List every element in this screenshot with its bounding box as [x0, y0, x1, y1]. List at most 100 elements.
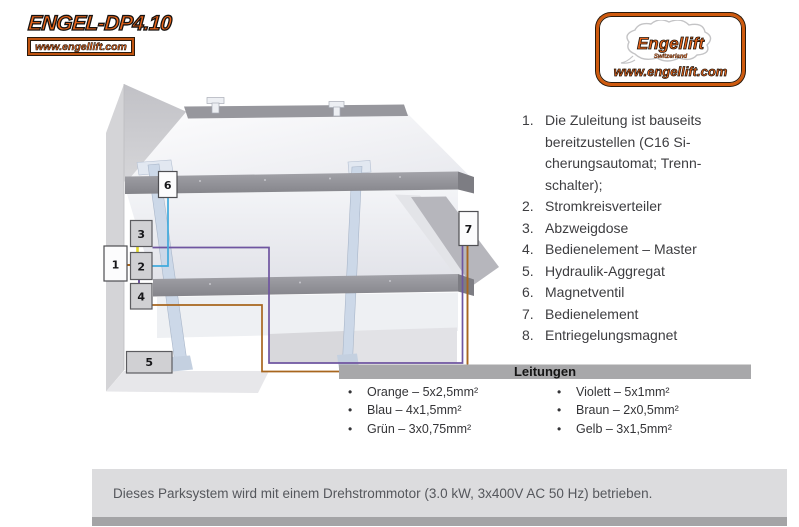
upper-beam-bolts [199, 176, 401, 182]
wire-purple [152, 246, 464, 364]
leitungen-item: • Blau – 4x1,5mm² [348, 401, 478, 419]
logo-right-subtitle: Switzerland [653, 54, 688, 60]
bullet-icon: • [348, 385, 353, 399]
component-line: cherungsautomat; Trenn- [545, 155, 702, 171]
callout-5-box [125, 350, 173, 374]
callout-5-label: 5 [145, 356, 153, 369]
bullet-icon: • [557, 385, 562, 399]
component-num: 7. [522, 305, 534, 322]
component-text: Magnetventil [545, 284, 625, 300]
component-text: Hydraulik-Aggregat [545, 262, 665, 279]
upper-beam-face [125, 171, 458, 194]
callout-5: 5 [125, 350, 173, 374]
engel-dp410-logo: ENGEL-DP4.10 www.engellift.com [27, 11, 198, 55]
upper-beam-endcap [458, 171, 474, 194]
floor-panel-a [269, 331, 344, 364]
leitungen-item: • Orange – 5x2,5mm² [348, 383, 478, 401]
component-item-7: 7. Bedienelement [522, 304, 772, 326]
leitungen-text: Grün – 3x0,75mm² [367, 421, 472, 436]
component-num: 5. [522, 262, 534, 279]
component-item-6: 6. Magnetventil [522, 282, 772, 304]
logo-left-title: ENGEL-DP4.10 [27, 11, 173, 35]
callout-2-box [129, 251, 153, 281]
rail-bracket-left [206, 97, 225, 114]
mid-deck [127, 189, 458, 281]
callout-2-label: 2 [137, 261, 145, 274]
bullet-icon: • [557, 403, 562, 418]
lower-beam-bolts [209, 280, 391, 285]
leitungen-text: Gelb – 3x1,5mm² [576, 421, 672, 436]
leitungen-title: Leitungen [514, 364, 576, 379]
leitungen-item: • Braun – 2x0,5mm² [557, 401, 679, 419]
leitungen-item: • Violett – 5x1mm² [557, 383, 679, 401]
leitungen-item: • Gelb – 3x1,5mm² [557, 420, 679, 438]
footer-note: Dieses Parksystem wird mit einem Drehstr… [92, 469, 787, 517]
leitungen-text: Orange – 5x2,5mm² [367, 385, 479, 399]
upper-platform [127, 110, 471, 182]
component-text: Entriegelungsmagnet [545, 327, 678, 343]
component-num: 6. [522, 284, 534, 300]
component-item-1: 1. Die Zuleitung ist bauseits bereitzust… [522, 110, 772, 196]
platform-back-rail [184, 104, 408, 119]
back-wall [124, 84, 191, 182]
leitungen-text: Violett – 5x1mm² [576, 385, 670, 399]
logo-left-url: www.engellift.com [35, 40, 127, 53]
component-item-2: 2. Stromkreisverteiler [522, 196, 772, 218]
component-text: Bedienelement [545, 305, 639, 322]
component-item-8: 8. Entriegelungsmagnet [522, 325, 772, 347]
structure [106, 84, 499, 393]
callout-6-label: 6 [164, 179, 172, 192]
bullet-icon: • [348, 403, 353, 418]
component-item-3: 3. Abzweigdose [522, 218, 772, 240]
footer-strip [92, 517, 787, 526]
component-text: Abzweigdose [545, 219, 629, 236]
callout-1-label: 1 [112, 259, 120, 272]
upper-beam [125, 171, 474, 194]
leitungen-bar: Leitungen [339, 364, 751, 379]
left-wall [106, 84, 124, 392]
component-num: 3. [522, 219, 534, 236]
component-text: Stromkreisverteiler [545, 198, 662, 214]
callout-1: 1 [103, 245, 128, 282]
right-wing-shadow [411, 196, 499, 286]
component-item-5: 5. Hydraulik-Aggregat [522, 261, 772, 283]
floor [106, 371, 269, 393]
logo-right-url: www.engellift.com [613, 64, 728, 80]
callout-1-box [103, 245, 128, 282]
leitungen-item: • Grün – 3x0,75mm² [348, 420, 478, 438]
leitungen-bar-bg [339, 364, 751, 379]
cloud-sketch-icon [620, 20, 712, 64]
footer-text: Dieses Parksystem wird mit einem Drehstr… [113, 485, 653, 501]
callout-3-box [129, 219, 153, 248]
component-num: 8. [522, 327, 534, 343]
rail-bracket-right [328, 101, 345, 117]
callout-7-box [458, 210, 479, 247]
leitungen-list-left: • Orange – 5x2,5mm² • Blau – 4x1,5mm² • … [348, 383, 478, 438]
callout-3-label: 3 [137, 228, 145, 241]
logo-left-url-box: www.engellift.com [28, 38, 134, 55]
engellift-logo-badge: Engellift Switzerland www.engellift.com [596, 13, 745, 86]
component-line: Die Zuleitung ist bauseits [545, 112, 702, 128]
callout-4-box [129, 282, 153, 310]
component-text: Die Zuleitung ist bauseits bereitzustell… [545, 110, 701, 196]
bullet-icon: • [348, 421, 353, 436]
bullet-icon: • [557, 421, 562, 436]
component-num: 1. [522, 112, 534, 128]
logo-right-brand: Engellift [636, 34, 705, 54]
callout-4: 4 [129, 282, 153, 310]
leitungen-list-right: • Violett – 5x1mm² • Braun – 2x0,5mm² • … [557, 383, 679, 438]
leitungen-text: Blau – 4x1,5mm² [367, 403, 462, 418]
component-num: 4. [522, 241, 534, 257]
left-column-foot [170, 355, 193, 372]
component-item-4: 4. Bedienelement – Master [522, 239, 772, 261]
wire-blue [152, 197, 169, 267]
floor-panel-b [347, 327, 457, 364]
leitungen-text: Braun – 2x0,5mm² [576, 403, 679, 418]
callout-6: 6 [157, 170, 178, 199]
callout-2: 2 [129, 251, 153, 281]
component-num: 2. [522, 198, 534, 214]
component-line: bereitzustellen (C16 Si- [545, 133, 691, 150]
lower-beam-face [153, 274, 458, 297]
callout-7-label: 7 [465, 223, 473, 236]
